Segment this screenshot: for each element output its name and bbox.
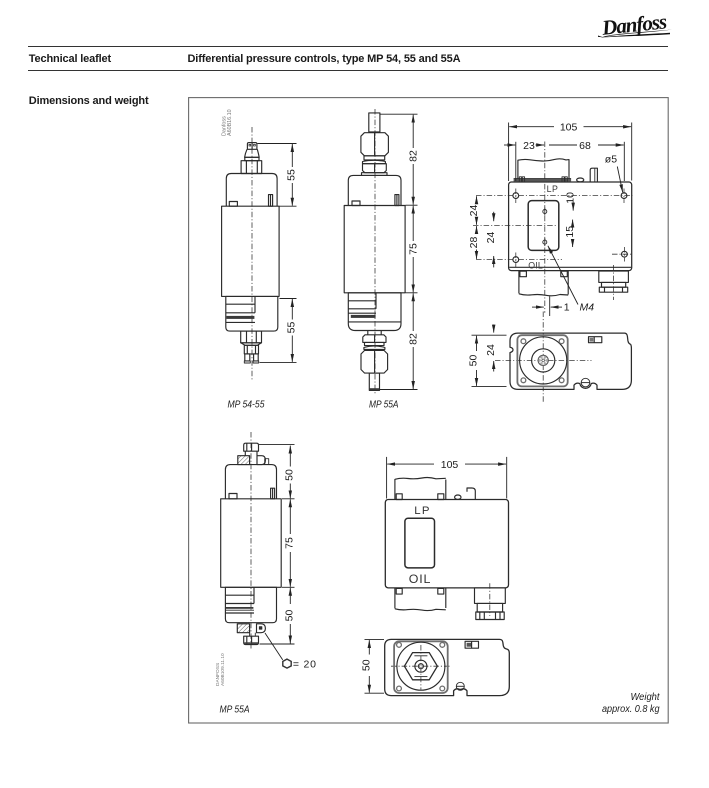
svg-text:50: 50: [284, 469, 296, 481]
svg-text:10: 10: [564, 192, 576, 204]
svg-text:24: 24: [485, 232, 497, 244]
svg-text:DanfossA60B16.10: DanfossA60B16.10: [222, 109, 233, 136]
svg-text:105: 105: [441, 459, 459, 471]
svg-text:75: 75: [407, 243, 419, 255]
svg-text:55: 55: [285, 169, 297, 181]
svg-text:approx. 0.8 kg: approx. 0.8 kg: [602, 704, 660, 715]
svg-text:23: 23: [523, 140, 535, 152]
svg-text:OIL: OIL: [409, 572, 431, 586]
svg-text:105: 105: [560, 121, 578, 133]
svg-text:LP: LP: [414, 505, 431, 517]
svg-text:24: 24: [468, 205, 480, 217]
svg-text:M4: M4: [580, 302, 595, 314]
svg-text:24: 24: [485, 344, 497, 356]
svg-text:55: 55: [285, 322, 297, 334]
svg-text:MP 54-55: MP 54-55: [228, 400, 265, 411]
svg-text:ø5: ø5: [605, 154, 617, 166]
svg-text:LP: LP: [547, 184, 559, 194]
svg-text:50: 50: [468, 355, 480, 367]
svg-text:1: 1: [564, 302, 570, 314]
svg-text:50: 50: [361, 659, 373, 671]
svg-text:= 20: = 20: [293, 658, 317, 670]
svg-text:75: 75: [284, 537, 296, 549]
svg-text:82: 82: [407, 150, 419, 162]
svg-text:82: 82: [407, 333, 419, 345]
svg-text:68: 68: [579, 140, 591, 152]
svg-text:MP 55A: MP 55A: [369, 400, 399, 411]
svg-text:OIL: OIL: [528, 260, 543, 270]
svg-text:28: 28: [468, 237, 480, 249]
svg-text:50: 50: [284, 610, 296, 622]
svg-text:MP 55A: MP 55A: [220, 705, 250, 716]
svg-text:Weight: Weight: [631, 692, 661, 703]
svg-text:15: 15: [564, 226, 576, 238]
svg-text:DANFOSSA60B109.11.10: DANFOSSA60B109.11.10: [215, 653, 226, 686]
